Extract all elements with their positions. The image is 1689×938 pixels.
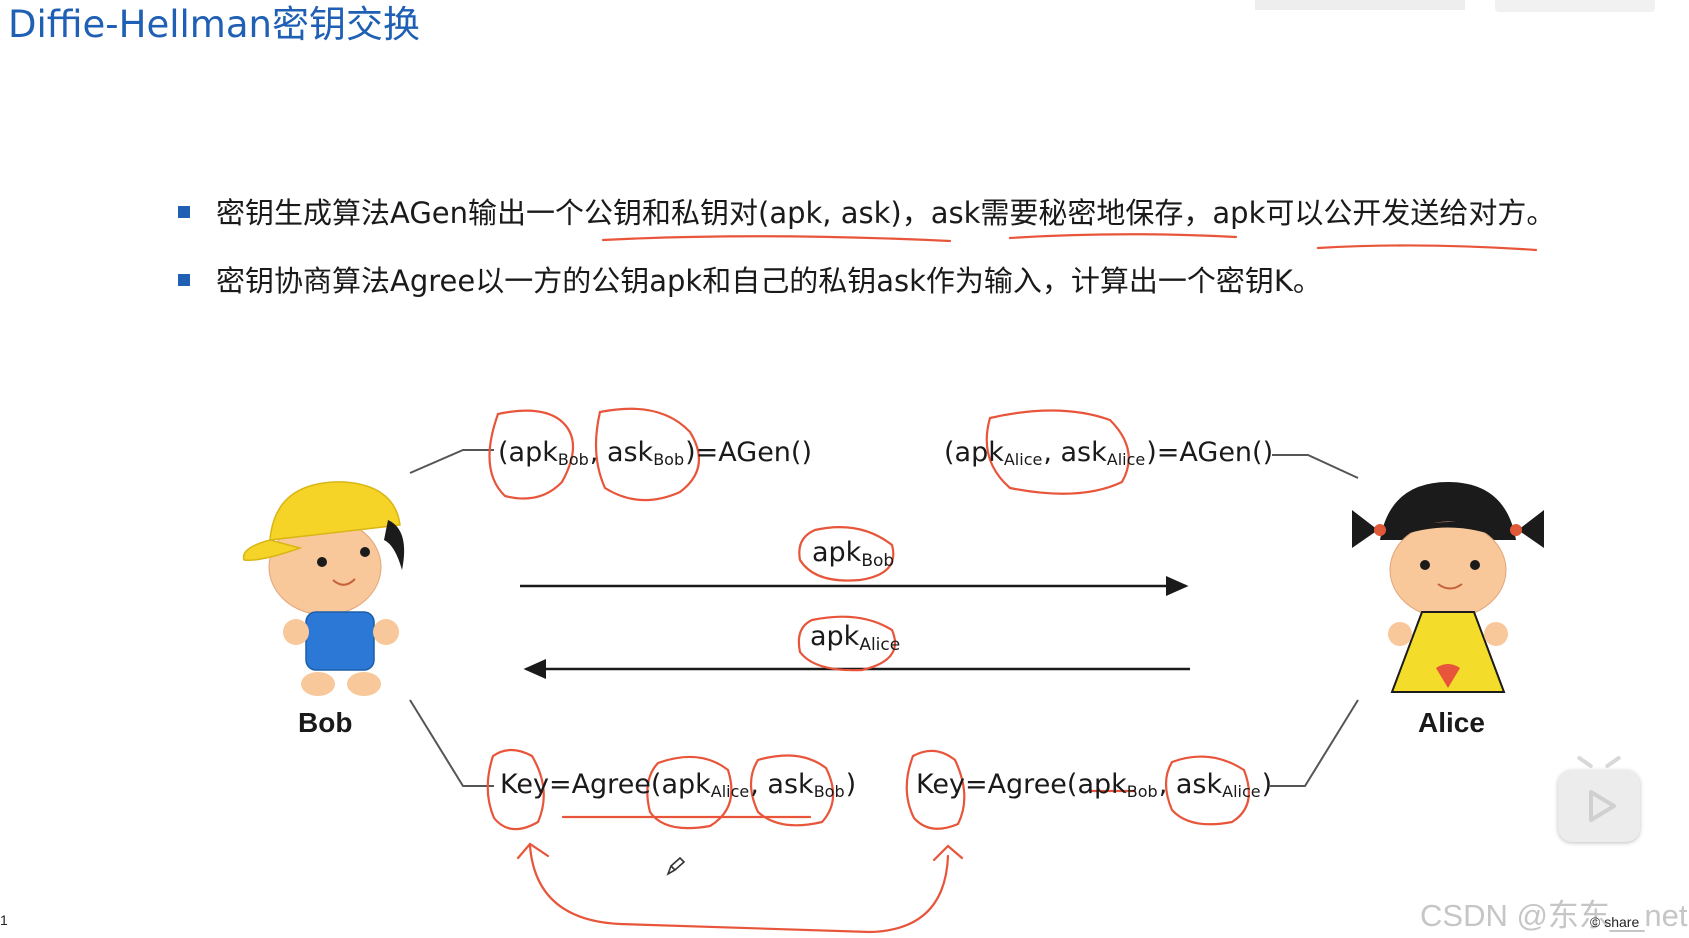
bob-figure [244,482,405,696]
bob-agree-connector [410,700,494,786]
message-apk-alice: apkAlice [810,621,900,655]
message-apk-bob: apkBob [812,537,894,571]
bob-keygen-formula: (apkBob, askBob)=AGen() [498,437,812,469]
bob-gen-connector [410,450,494,473]
alice-gen-connector [1272,455,1358,478]
bob-name: Bob [298,707,352,739]
alice-keygen-formula: (apkAlice, askAlice)=AGen() [944,437,1273,469]
slide-number: 1 [0,912,8,928]
alice-agree-connector [1270,700,1358,786]
bob-agree-formula: Key=Agree(apkAlice, askBob) [500,769,856,801]
annotation-marks [488,234,1536,932]
alice-name: Alice [1418,707,1485,739]
share-label[interactable]: © share [1590,914,1639,930]
play-button[interactable] [1558,770,1640,842]
play-icon [1558,770,1640,842]
alice-figure [1352,482,1544,692]
alice-agree-formula: Key=Agree(apkBob, askAlice) [916,769,1272,801]
csdn-watermark: CSDN @东东__net [1420,890,1688,935]
pen-cursor-icon [668,858,684,874]
